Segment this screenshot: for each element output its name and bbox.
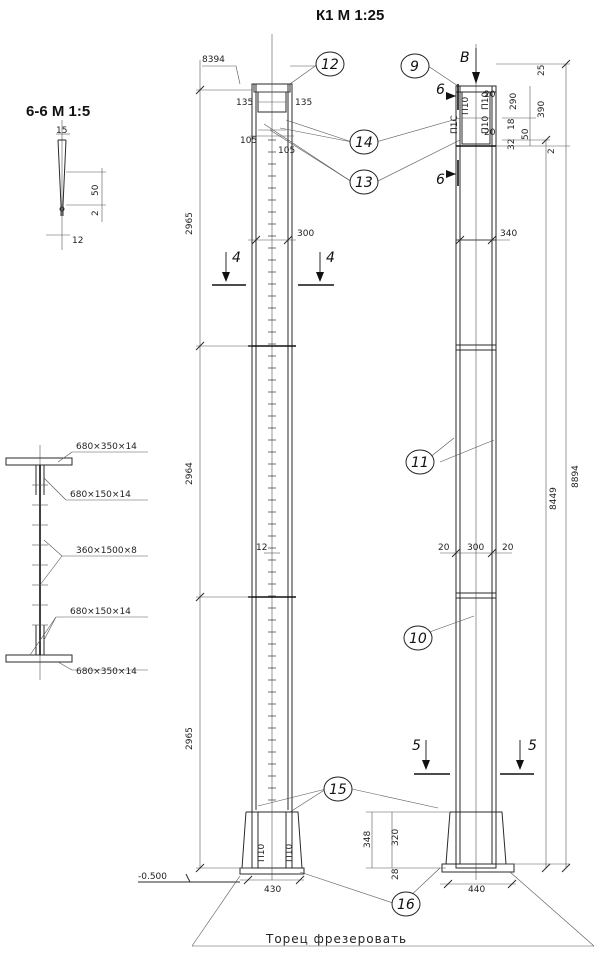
section-mark-5-left: 5 bbox=[412, 738, 421, 754]
detail-dim-12: 12 bbox=[72, 236, 83, 246]
leader-lines bbox=[257, 63, 495, 905]
dim-base-440: 440 bbox=[468, 885, 485, 895]
dim-base-430: 430 bbox=[264, 885, 281, 895]
dim-left-h2: 2964 bbox=[185, 462, 195, 485]
dim-width-300: 300 bbox=[297, 229, 314, 239]
bubble-16: 16 bbox=[397, 897, 415, 913]
dim-mid-20-left: 20 bbox=[438, 543, 450, 553]
plate-label-3: П10 bbox=[461, 97, 471, 115]
detail-6-6: 15 50 2 12 bbox=[46, 120, 106, 250]
column-left bbox=[239, 34, 305, 880]
dimension-ticks bbox=[195, 59, 571, 889]
dim-tr-50: 50 bbox=[521, 128, 531, 140]
dim-tr-25: 25 bbox=[537, 65, 547, 76]
section-mark-4-right: 4 bbox=[326, 250, 335, 266]
dim-base-348: 348 bbox=[363, 831, 373, 848]
section-bottom-rib: 680×150×14 bbox=[70, 607, 131, 617]
section-top-rib: 680×150×14 bbox=[70, 490, 131, 500]
plate-label-4: П10 bbox=[481, 116, 491, 134]
section-top-flange: 680×350×14 bbox=[76, 442, 137, 452]
dim-left-h1: 2965 bbox=[185, 212, 195, 235]
section-mark-5-right: 5 bbox=[528, 738, 537, 754]
detail-dim-15: 15 bbox=[56, 126, 67, 136]
dim-width-340: 340 bbox=[500, 229, 517, 239]
dim-12: 12 bbox=[256, 543, 267, 553]
section-6-6-title: 6-6 М 1:5 bbox=[26, 103, 90, 120]
bubble-9: 9 bbox=[410, 59, 419, 75]
plate-label-2: П10 bbox=[285, 844, 295, 862]
plate-label-1: П10 bbox=[257, 844, 267, 862]
dim-135-right: 135 bbox=[295, 98, 312, 108]
dim-tr-290: 290 bbox=[509, 93, 519, 110]
dim-135-left: 135 bbox=[236, 98, 253, 108]
elevation-marker: -0.500 bbox=[138, 872, 240, 883]
bubble-10: 10 bbox=[409, 631, 427, 647]
dim-105-left: 105 bbox=[240, 136, 257, 146]
dim-tr-390: 390 bbox=[537, 101, 547, 118]
left-column-weld-ticks bbox=[268, 139, 276, 801]
plate-label-6: П1С bbox=[450, 115, 460, 134]
dim-base-28: 28 bbox=[391, 868, 401, 880]
section-bottom-flange: 680×350×14 bbox=[76, 667, 137, 677]
dim-105-right: 105 bbox=[278, 146, 295, 156]
section-mark-6-bottom: 6 bbox=[436, 172, 445, 188]
bubble-11: 11 bbox=[411, 455, 429, 471]
dim-right-total: 8894 bbox=[571, 465, 581, 488]
dimension-lines bbox=[196, 60, 570, 885]
dimension-texts: 8394 2965 2964 2965 8894 8449 25 290 390… bbox=[185, 55, 581, 895]
detail-dim-50: 50 bbox=[91, 184, 101, 196]
dim-tr-32: 32 bbox=[507, 139, 517, 150]
main-title: К1 М 1:25 bbox=[316, 7, 384, 24]
plate-label-5: П10 bbox=[481, 92, 491, 110]
section-mark-6-top: 6 bbox=[436, 82, 445, 98]
section-marks: 4 4 5 5 6 6 В bbox=[212, 48, 537, 775]
column-right bbox=[441, 44, 515, 880]
bottom-note: Торец фрезеровать bbox=[191, 871, 595, 947]
elevation-text: -0.500 bbox=[138, 872, 167, 882]
section-web: 360×1500×8 bbox=[76, 546, 137, 556]
dim-tr-18: 18 bbox=[507, 118, 517, 130]
section-mark-4-left: 4 bbox=[232, 250, 241, 266]
dim-mid-20-right: 20 bbox=[502, 543, 514, 553]
dim-left-h3: 2965 bbox=[185, 727, 195, 750]
bubble-14: 14 bbox=[355, 135, 373, 151]
dim-top-8394: 8394 bbox=[202, 55, 225, 65]
bottom-note-text: Торец фрезеровать bbox=[265, 932, 407, 946]
cross-section: 680×350×14 680×150×14 360×1500×8 680×150… bbox=[5, 442, 148, 680]
dim-mid-300: 300 bbox=[467, 543, 484, 553]
plate-labels: П10 П10 П10 П10 П10 П1С bbox=[257, 92, 491, 862]
dim-20-lower: 20 bbox=[484, 128, 496, 138]
bubble-12: 12 bbox=[321, 57, 339, 73]
bubble-13: 13 bbox=[355, 175, 373, 191]
dim-tr-2: 2 bbox=[547, 148, 557, 154]
dim-right-inner: 8449 bbox=[549, 487, 559, 510]
bubble-15: 15 bbox=[329, 782, 347, 798]
detail-dim-2: 2 bbox=[91, 210, 101, 216]
view-b-mark: В bbox=[460, 50, 470, 66]
dim-base-320: 320 bbox=[391, 829, 401, 846]
callout-bubbles: 9 10 11 12 13 14 15 16 bbox=[315, 51, 435, 917]
dim-20-top: 20 bbox=[484, 90, 496, 100]
